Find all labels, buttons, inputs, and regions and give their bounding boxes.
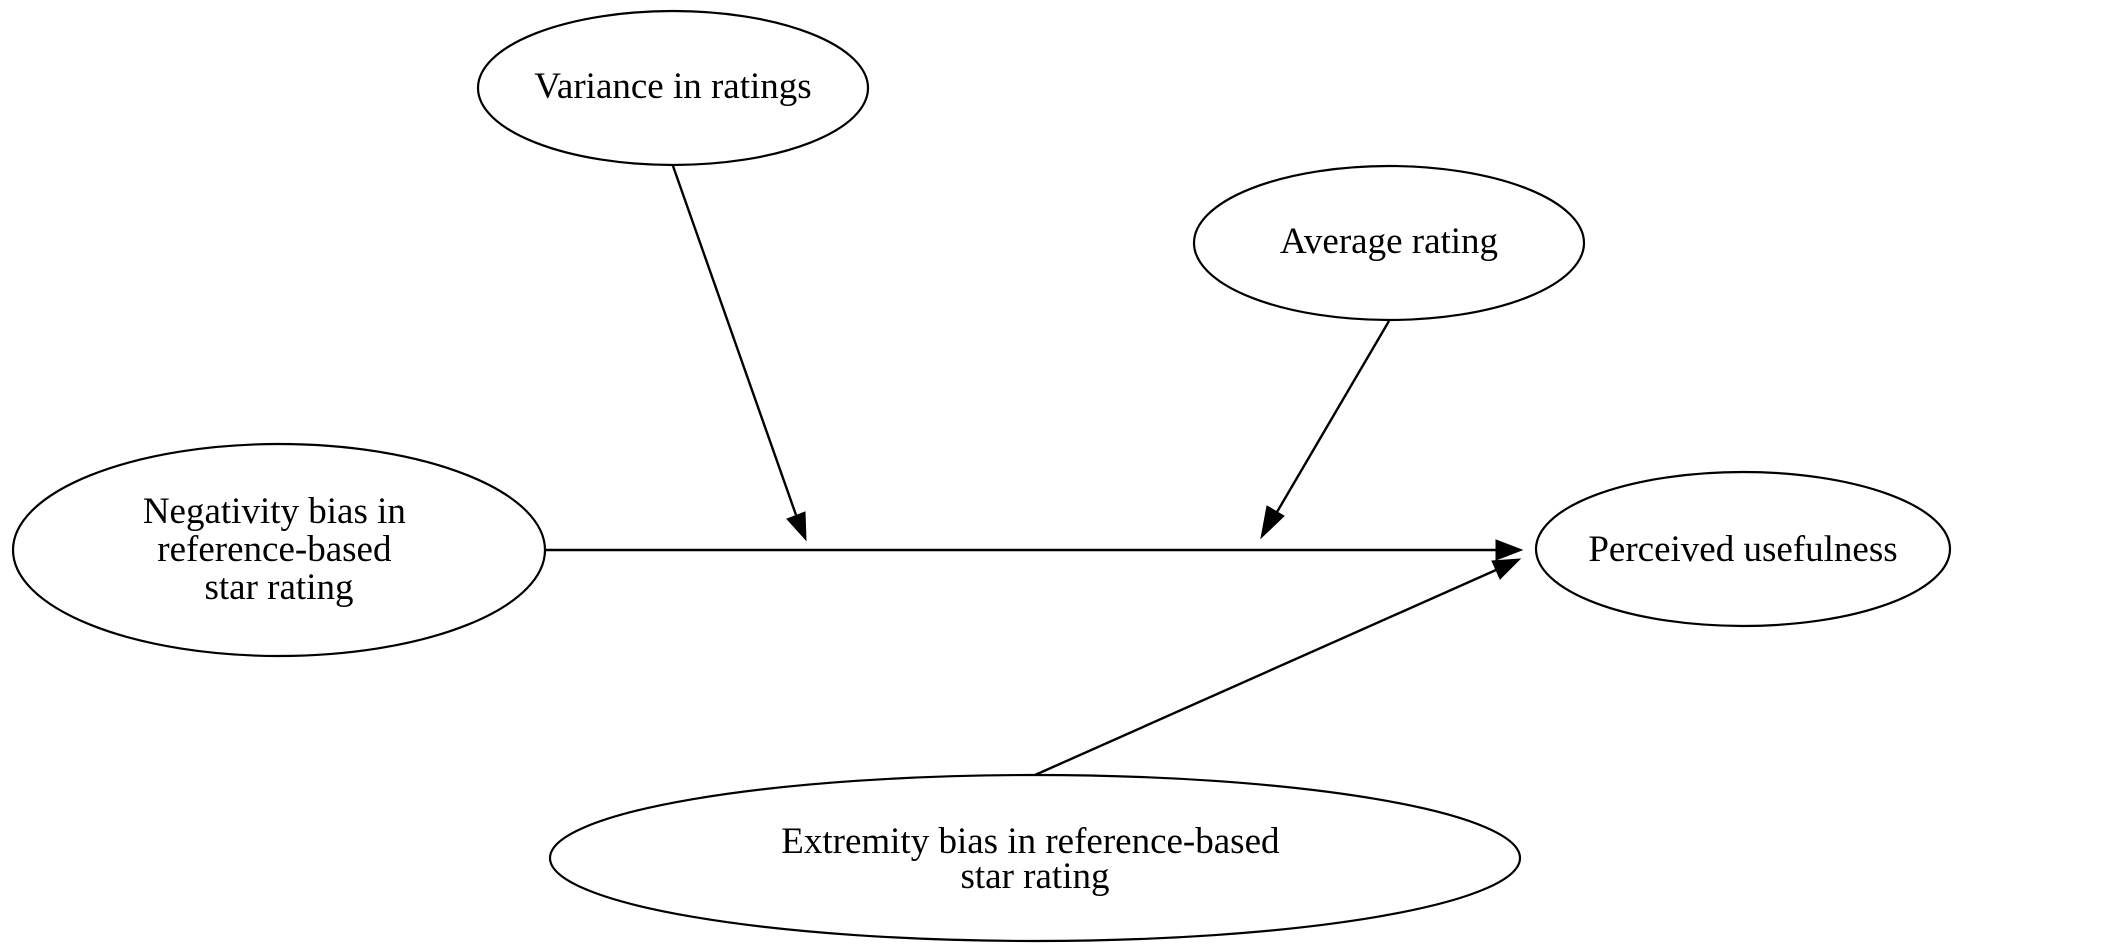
- node-label: Perceived usefulness: [1588, 529, 1897, 570]
- node-label-line: star rating: [205, 567, 354, 608]
- node-variance-in-ratings: Variance in ratings: [476, 9, 870, 167]
- edge-average-moderation: [1260, 320, 1391, 540]
- node-label-line: Negativity bias in: [143, 491, 406, 532]
- node-label: Average rating: [1280, 221, 1498, 262]
- node-label-line: Extremity bias in reference-based: [781, 821, 1280, 862]
- node-label: Extremity bias in reference-based star r…: [781, 821, 1289, 897]
- edge-negativity-to-perceived: [545, 539, 1524, 561]
- edge-variance-moderation: [671, 165, 807, 542]
- node-label-line: Average rating: [1280, 221, 1498, 262]
- node-perceived-usefulness: Perceived usefulness: [1534, 470, 1952, 628]
- node-average-rating: Average rating: [1192, 164, 1586, 322]
- node-label-line: Perceived usefulness: [1588, 529, 1897, 570]
- edge-extremity-to-perceived: [1034, 558, 1522, 777]
- node-label: Negativity bias in reference-based star …: [143, 491, 415, 608]
- node-label-line: reference-based: [157, 529, 392, 570]
- node-extremity-bias: Extremity bias in reference-based star r…: [548, 773, 1522, 943]
- node-label-line: star rating: [961, 856, 1110, 897]
- node-label: Variance in ratings: [534, 66, 811, 107]
- node-label-line: Variance in ratings: [534, 66, 811, 107]
- node-negativity-bias: Negativity bias in reference-based star …: [11, 442, 547, 658]
